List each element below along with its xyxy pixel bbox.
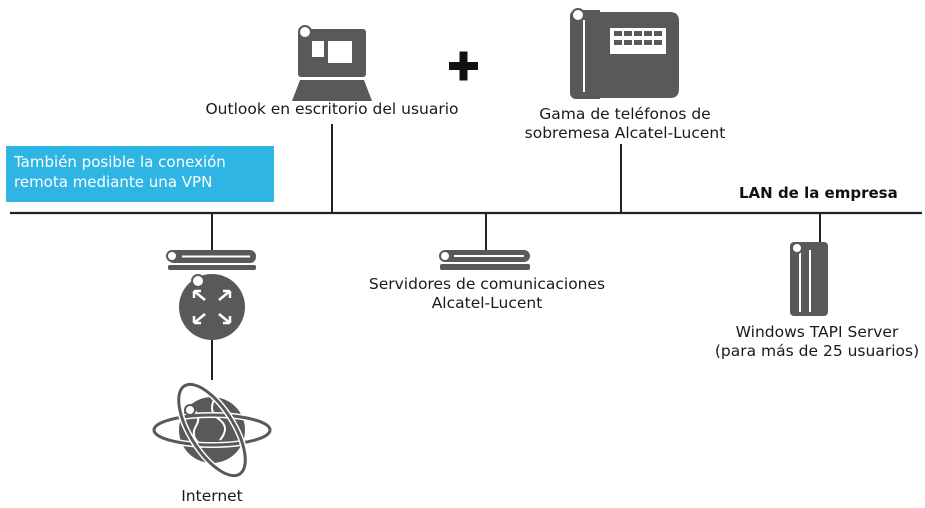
vpn-note-line2: remota mediante una VPN — [14, 173, 213, 191]
tower-server-icon — [790, 242, 828, 316]
rack-device-icon — [166, 250, 256, 270]
desktop-computer-icon — [292, 25, 372, 101]
router-icon — [179, 274, 245, 340]
lan-label: LAN de la empresa — [739, 184, 898, 202]
outlook-label-text: Outlook en escritorio del usuario — [205, 100, 459, 118]
phones-label-line2: sobremesa Alcatel-Lucent — [524, 124, 726, 142]
plus-icon — [449, 51, 478, 81]
outlook-label: Outlook en escritorio del usuario — [182, 100, 482, 119]
phones-label-line1: Gama de teléfonos de — [539, 105, 711, 123]
internet-globe-icon — [151, 381, 273, 479]
desk-phone-icon — [570, 8, 679, 99]
tapi-label: Windows TAPI Server (para más de 25 usua… — [709, 323, 925, 361]
servers-label-line2: Alcatel-Lucent — [431, 294, 543, 312]
vpn-note-line1: También posible la conexión — [14, 153, 226, 171]
servers-label: Servidores de comunicaciones Alcatel-Luc… — [337, 275, 637, 313]
phones-label: Gama de teléfonos de sobremesa Alcatel-L… — [500, 105, 750, 143]
tapi-label-line2: (para más de 25 usuarios) — [714, 342, 920, 360]
tapi-label-line1: Windows TAPI Server — [735, 323, 899, 341]
internet-label: Internet — [181, 487, 243, 505]
servers-label-line1: Servidores de comunicaciones — [368, 275, 606, 293]
communication-server-icon — [439, 250, 530, 270]
vpn-note: También posible la conexión remota media… — [6, 146, 274, 202]
